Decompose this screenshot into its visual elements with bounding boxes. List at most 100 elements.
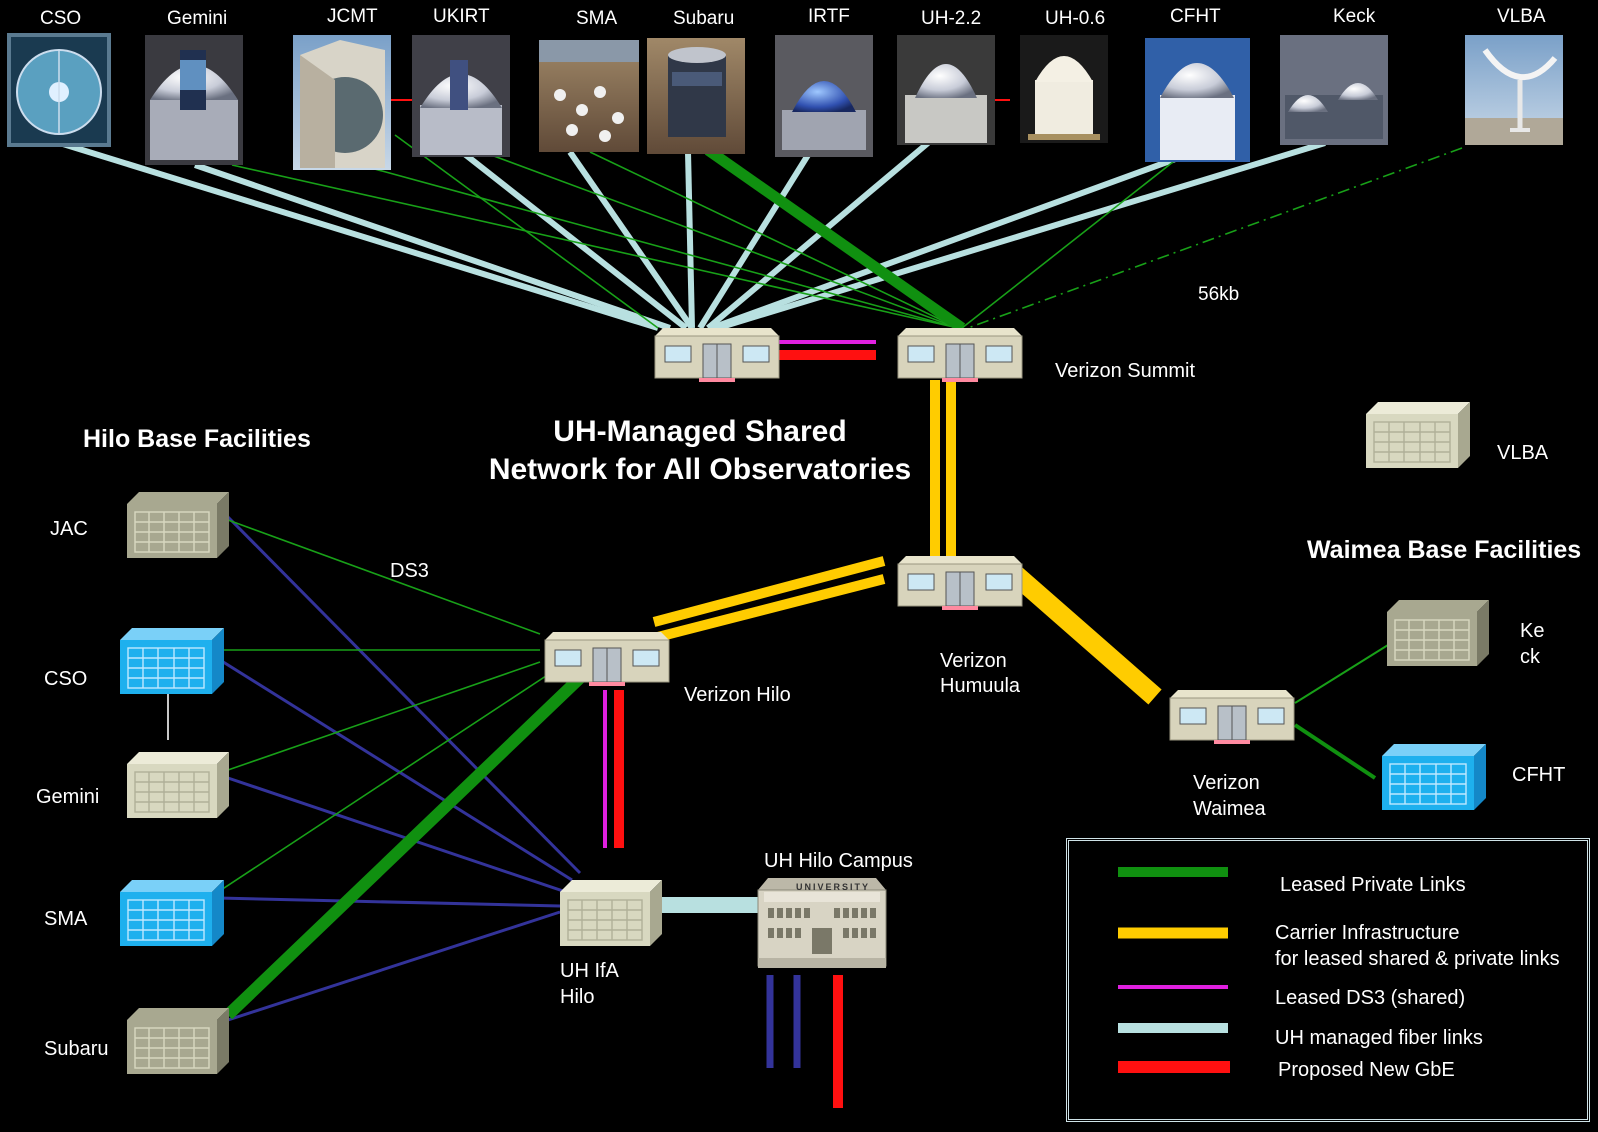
diagram-title-line1: UH-Managed Shared <box>553 415 847 448</box>
office-building-cso-hilo[interactable] <box>120 628 224 694</box>
hilo-shared-links <box>217 515 582 1022</box>
green-link-jcmt <box>359 164 959 329</box>
legend-swatches <box>1118 867 1230 1073</box>
green-link-cfht <box>961 157 1179 329</box>
green-link-gemini <box>231 164 959 329</box>
legend <box>1066 838 1590 1122</box>
fiber-link-sma <box>567 150 695 330</box>
telescope-photo-uh22[interactable] <box>897 35 995 145</box>
summit-fiber-links <box>49 137 1326 331</box>
shared-link-cso-ifa <box>219 658 573 882</box>
label-verizon-humuula-2: Humuula <box>940 675 1021 697</box>
fiber-link-ukirt <box>460 149 688 331</box>
telescope-photo-irtf[interactable] <box>775 35 873 157</box>
label-university-sign: UNIVERSITY <box>796 882 871 892</box>
green-link-waimea-keck <box>1294 644 1389 704</box>
label-verizon-humuula-1: Verizon <box>940 650 1007 672</box>
shared-link-sma-ifa <box>217 896 561 908</box>
fiber-link-cfht <box>710 155 1180 331</box>
office-building-subaru-hilo[interactable] <box>127 1008 229 1074</box>
legend-label-ds3: Leased DS3 (shared) <box>1275 987 1466 1009</box>
private-link-subaru-hilo <box>223 671 587 1020</box>
green-link-sma <box>589 151 959 329</box>
office-building-jac[interactable] <box>127 492 229 558</box>
verizon-building-summit[interactable] <box>897 328 1023 382</box>
shared-link-jac-ifa <box>226 515 582 875</box>
carrier-humuula-waimea <box>1003 562 1162 705</box>
vlba-56kb-link <box>967 147 1463 329</box>
label-keck: Keck <box>1333 6 1376 27</box>
label-uh06: UH-0.6 <box>1045 8 1106 29</box>
label-jcmt: JCMT <box>327 6 378 27</box>
summit-thin-green-links <box>231 134 1179 329</box>
label-waimea-cfht: CFHT <box>1512 764 1566 786</box>
verizon-building-humuula[interactable] <box>897 556 1023 610</box>
label-hilo-subaru: Subaru <box>44 1038 109 1060</box>
label-vlba-facility: VLBA <box>1497 442 1549 464</box>
label-ds3: DS3 <box>390 560 429 582</box>
shared-link-gemini-ifa <box>227 776 567 894</box>
telescope-photo-subaru[interactable] <box>647 38 745 154</box>
label-uh-ifa-1: UH IfA <box>560 960 619 982</box>
private-link-waimea-cfht <box>1293 723 1377 780</box>
label-subaru: Subaru <box>673 8 735 29</box>
heading-waimea-base: Waimea Base Facilities <box>1307 536 1582 564</box>
telescope-photo-gemini[interactable] <box>145 35 243 165</box>
carrier-hilo-humuula-a <box>652 556 886 627</box>
telescope-photo-cso[interactable] <box>7 33 111 147</box>
shared-link-subaru-ifa <box>227 910 561 1022</box>
legend-label-private: Leased Private Links <box>1280 874 1466 896</box>
office-building-uh-ifa-hilo[interactable] <box>560 880 662 946</box>
telescope-photo-uh06[interactable] <box>1020 35 1108 143</box>
telescope-photo-cfht[interactable] <box>1145 38 1250 162</box>
label-cfht: CFHT <box>1170 6 1221 27</box>
telescope-photo-sma[interactable] <box>539 40 639 152</box>
green-link-ukirt <box>482 151 959 329</box>
green-link-gemini-hilo <box>227 661 541 771</box>
label-vlba: VLBA <box>1497 6 1546 27</box>
label-verizon-hilo: Verizon Hilo <box>684 684 791 706</box>
telescope-photo-jcmt[interactable] <box>293 35 391 170</box>
legend-label-fiber: UH managed fiber links <box>1275 1027 1483 1049</box>
label-waimea-keck-2: ck <box>1520 646 1540 668</box>
office-building-sma-hilo[interactable] <box>120 880 224 946</box>
fiber-link-subaru <box>685 151 695 329</box>
green-link-jac-hilo <box>227 519 541 635</box>
label-uh-ifa-2: Hilo <box>560 986 595 1008</box>
carrier-hilo-humuula-b <box>652 574 886 643</box>
telescope-photo-vlba[interactable] <box>1465 35 1563 145</box>
hilo-green-links <box>217 519 553 893</box>
label-gemini: Gemini <box>167 8 228 29</box>
fiber-link-irtf <box>697 153 811 330</box>
office-building-keck-waimea[interactable] <box>1387 600 1489 666</box>
verizon-building-ifa-summit[interactable] <box>654 328 780 382</box>
diagram-title-line2: Network for All Observatories <box>488 453 912 486</box>
label-cso: CSO <box>40 8 82 29</box>
fiber-link-cso <box>49 137 659 331</box>
telescope-photo-keck[interactable] <box>1280 35 1388 145</box>
label-verizon-waimea-1: Verizon <box>1193 772 1260 794</box>
label-waimea-keck-1: Ke <box>1520 620 1545 642</box>
verizon-building-waimea[interactable] <box>1169 690 1295 744</box>
label-verizon-waimea-2: Waimea <box>1193 798 1266 820</box>
private-link-subaru-summit <box>704 145 966 333</box>
office-building-vlba[interactable] <box>1366 402 1470 468</box>
office-building-gemini-hilo[interactable] <box>127 752 229 818</box>
telescope-photo-ukirt[interactable] <box>412 35 510 157</box>
label-hilo-jac: JAC <box>50 518 88 540</box>
fiber-link-uh22 <box>706 140 930 331</box>
university-building-campus[interactable] <box>757 878 887 968</box>
label-sma: SMA <box>576 8 618 29</box>
label-56kb: 56kb <box>1198 284 1240 305</box>
green-link-jcmt-to-ifa <box>394 134 659 329</box>
legend-label-carrier-2: for leased shared & private links <box>1275 948 1560 970</box>
verizon-building-hilo[interactable] <box>544 632 670 686</box>
office-building-cfht-waimea[interactable] <box>1382 744 1486 810</box>
label-irtf: IRTF <box>808 6 850 27</box>
label-hilo-cso: CSO <box>44 668 88 690</box>
label-hilo-gemini: Gemini <box>36 786 100 808</box>
green-link-sma-hilo <box>217 671 553 893</box>
label-uh-hilo-campus: UH Hilo Campus <box>764 850 913 872</box>
label-uh22: UH-2.2 <box>921 8 982 29</box>
